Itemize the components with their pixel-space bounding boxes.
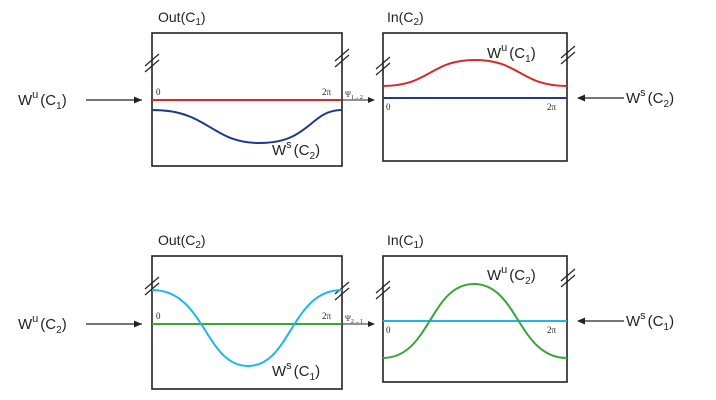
bottom-left-box-break-marks [144,276,350,301]
top-right-red-curve [382,58,568,87]
bottom-right-input-arrowhead [577,317,585,325]
top-right-curve-label: Wu(C1) [487,42,536,65]
bottom-left-box [151,255,343,390]
top-left-twopi-label: 2π [322,87,332,97]
bottom-left-twopi-label: 2π [322,311,332,321]
top-right-box-break-marks [375,45,576,76]
bottom-left-curve-label: Ws(C1) [272,360,320,383]
top-right-input-arrowhead [577,94,585,102]
top-right-zero-label: 0 [386,102,391,112]
bottom-map-arrowhead [368,321,375,327]
bottom-right-box-break-marks [375,268,576,300]
top-map-label: Ψ1→2 [345,90,363,101]
bottom-left-zero-label: 0 [156,311,161,321]
top-left-box-title: Out(C1) [158,9,206,28]
bottom-left-input-arrowhead [134,320,142,328]
top-left-navy-curve [151,109,343,145]
top-left-box-break-marks [144,48,350,73]
top-left-input-arrowhead [134,96,142,104]
top-left-curve-label: Ws(C2) [272,139,320,162]
bottom-map-label: Ψ2→1 [345,314,363,325]
bottom-left-box-title: Out(C2) [158,232,206,251]
bottom-right-twopi-label: 2π [547,325,557,335]
bottom-right-curve-label: Wu(C2) [487,264,536,287]
bottom-right-input-label: Ws(C1) [626,310,674,333]
top-left-input-label: Wu(C1) [18,89,67,112]
top-left-zero-label: 0 [156,87,161,97]
top-right-twopi-label: 2π [547,102,557,112]
top-right-box-title: In(C2) [387,9,424,28]
bottom-right-box-title: In(C1) [387,232,424,251]
bottom-left-input-label: Wu(C2) [18,313,67,336]
top-right-input-label: Ws(C2) [626,87,674,110]
bottom-right-green-curve [382,282,568,359]
bottom-row: Out(C2) 0 2π Ws(C1) Wu(C2) Ψ2→1 In(C1) 0… [18,232,674,390]
bottom-right-box [382,255,568,383]
bottom-left-cyan-curve [151,289,343,368]
top-row: Out(C1) 0 2π Ws(C2) Wu(C1) Ψ1→2 In(C2) 0… [18,9,674,167]
bottom-right-zero-label: 0 [386,325,391,335]
top-map-arrowhead [368,97,375,103]
